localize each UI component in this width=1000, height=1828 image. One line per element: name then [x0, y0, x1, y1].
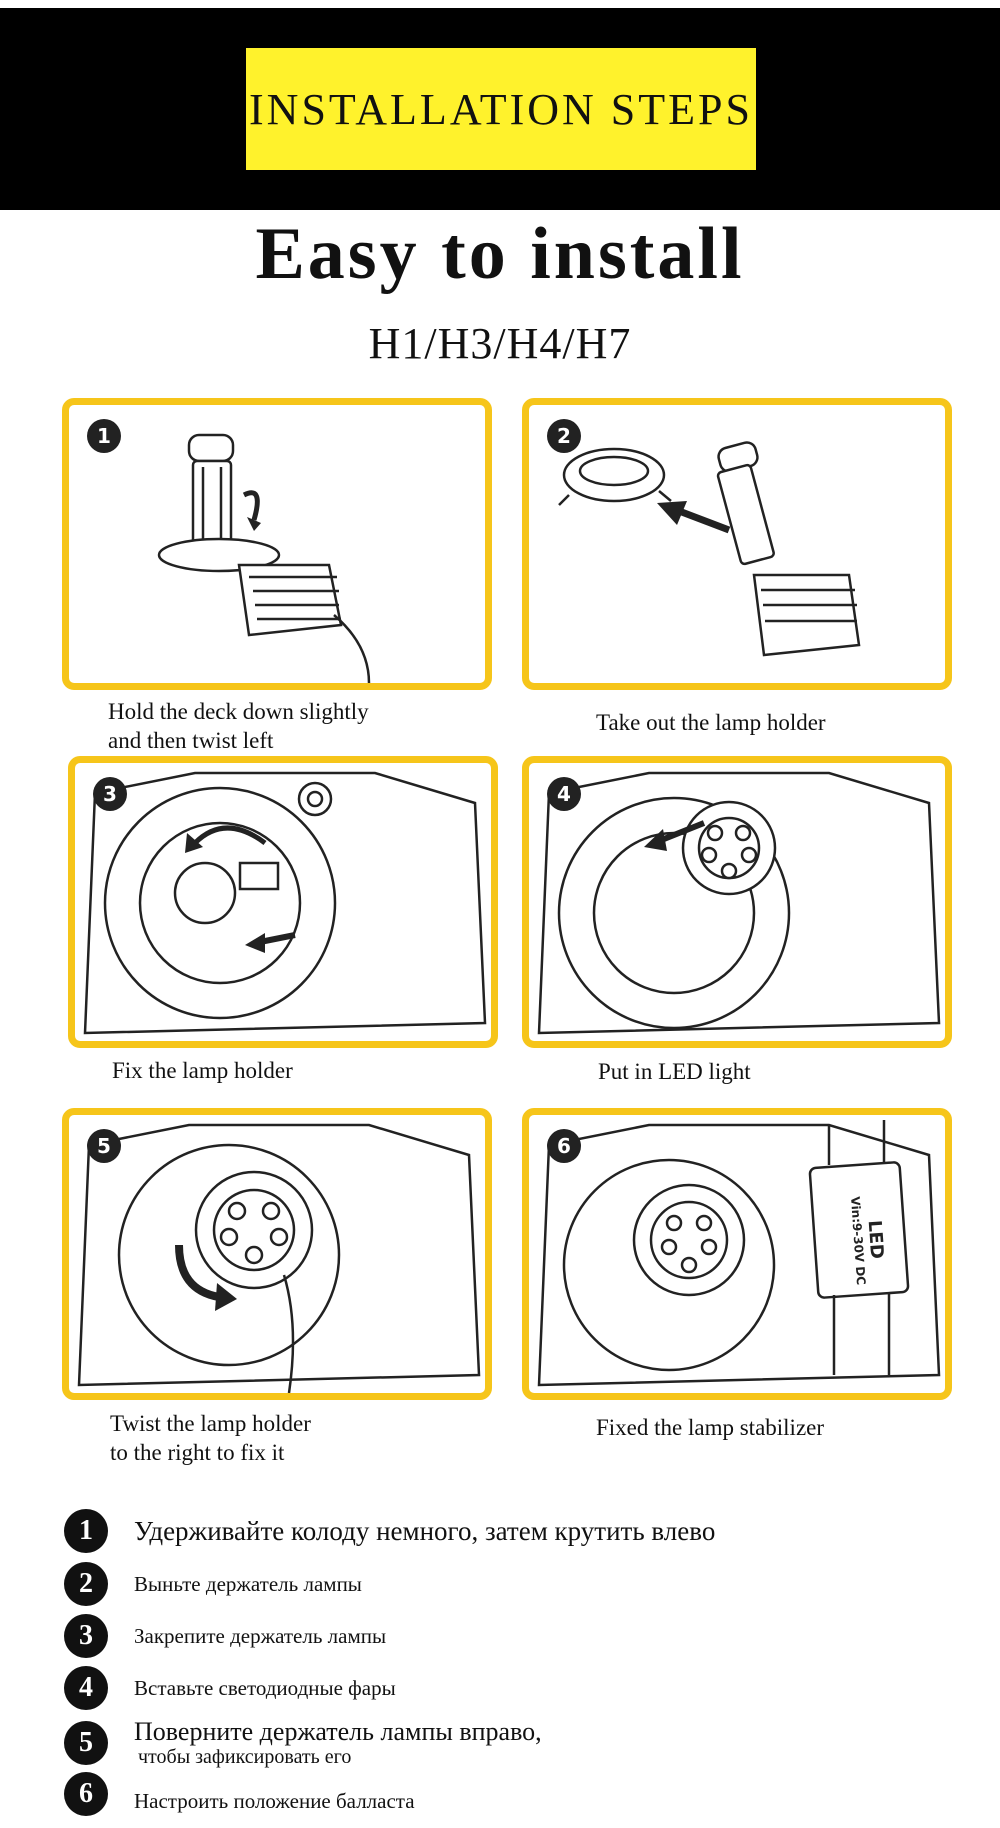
- step-1-caption-line-2: and then twist left: [108, 728, 274, 753]
- step-2-caption: Take out the lamp holder: [596, 708, 826, 737]
- ru-step-2: 2 Выньте держатель лампы: [64, 1562, 362, 1606]
- bulb-models: H1/H3/H4/H7: [368, 319, 632, 368]
- ru-step-5-number: 5: [64, 1721, 108, 1765]
- ballast-label-line-1: LED: [864, 1219, 888, 1260]
- step-6-number: 6: [547, 1129, 581, 1163]
- ru-step-5-text: Поверните держатель лампы вправо, чтобы …: [134, 1717, 542, 1769]
- step-2-illustration: [558, 441, 861, 657]
- ru-step-1-number: 1: [64, 1509, 108, 1553]
- ru-step-6-text: Настроить положение балласта: [134, 1788, 415, 1813]
- ru-step-5-text-line-1: Поверните держатель лампы вправо,: [134, 1717, 542, 1746]
- step-5-number: 5: [87, 1129, 121, 1163]
- ru-step-1: 1 Удерживайте колоду немного, затем крут…: [64, 1509, 715, 1553]
- step-2-panel: 2: [522, 398, 952, 690]
- step-6-illustration: [537, 1120, 941, 1387]
- ru-step-3-number: 3: [64, 1614, 108, 1658]
- step-4-number: 4: [547, 777, 581, 811]
- step-4-caption: Put in LED light: [598, 1057, 751, 1086]
- badge-title: INSTALLATION STEPS: [249, 84, 753, 134]
- step-6-panel: LED Vin:9-30V DC 6: [522, 1108, 952, 1400]
- ru-step-3-text: Закрепите держатель лампы: [134, 1623, 387, 1648]
- ballast-label: LED Vin:9-30V DC: [812, 1196, 926, 1286]
- step-3-caption: Fix the lamp holder: [112, 1056, 293, 1085]
- step-3-number: 3: [93, 777, 127, 811]
- step-1-number: 1: [87, 419, 121, 453]
- step-5-panel: 5: [62, 1108, 492, 1400]
- ru-step-4-text: Вставьте светодиодные фары: [134, 1675, 396, 1700]
- step-1-illustration: [157, 433, 371, 683]
- step-1-caption: Hold the deck down slightly and then twi…: [108, 697, 369, 755]
- step-3-illustration: [83, 771, 487, 1035]
- ru-step-5-text-line-2: чтобы зафиксировать его: [138, 1746, 352, 1768]
- step-5-caption-line-1: Twist the lamp holder: [110, 1411, 311, 1436]
- step-4-panel: 4: [522, 756, 952, 1048]
- ru-step-6-number: 6: [64, 1772, 108, 1816]
- step-3-caption-line-1: Fix the lamp holder: [112, 1058, 293, 1083]
- step-1-caption-line-1: Hold the deck down slightly: [108, 699, 369, 724]
- ru-step-2-text: Выньте держатель лампы: [134, 1571, 362, 1596]
- ru-step-5: 5 Поверните держатель лампы вправо, чтоб…: [64, 1718, 542, 1768]
- ru-step-2-number: 2: [64, 1562, 108, 1606]
- step-2-caption-line-1: Take out the lamp holder: [596, 710, 826, 735]
- step-6-caption: Fixed the lamp stabilizer: [596, 1413, 824, 1442]
- step-5-illustration: [77, 1123, 481, 1393]
- step-4-illustration: [537, 771, 941, 1035]
- ru-step-6: 6 Настроить положение балласта: [64, 1772, 415, 1816]
- ru-step-1-text: Удерживайте колоду немного, затем крутит…: [134, 1515, 716, 1546]
- step-3-panel: 3: [68, 756, 498, 1048]
- step-4-caption-line-1: Put in LED light: [598, 1059, 751, 1084]
- step-6-caption-line-1: Fixed the lamp stabilizer: [596, 1415, 825, 1440]
- step-1-panel: 1: [62, 398, 492, 690]
- installation-steps-badge: INSTALLATION STEPS: [246, 48, 756, 170]
- ru-step-4-number: 4: [64, 1666, 108, 1710]
- step-5-caption: Twist the lamp holder to the right to fi…: [110, 1409, 311, 1467]
- header-band: INSTALLATION STEPS: [0, 0, 1000, 210]
- step-5-caption-line-2: to the right to fix it: [110, 1440, 285, 1465]
- step-2-number: 2: [547, 419, 581, 453]
- ru-step-4: 4 Вставьте светодиодные фары: [64, 1666, 396, 1710]
- ru-step-3: 3 Закрепите держатель лампы: [64, 1614, 386, 1658]
- page-headline: Easy to install: [255, 213, 745, 295]
